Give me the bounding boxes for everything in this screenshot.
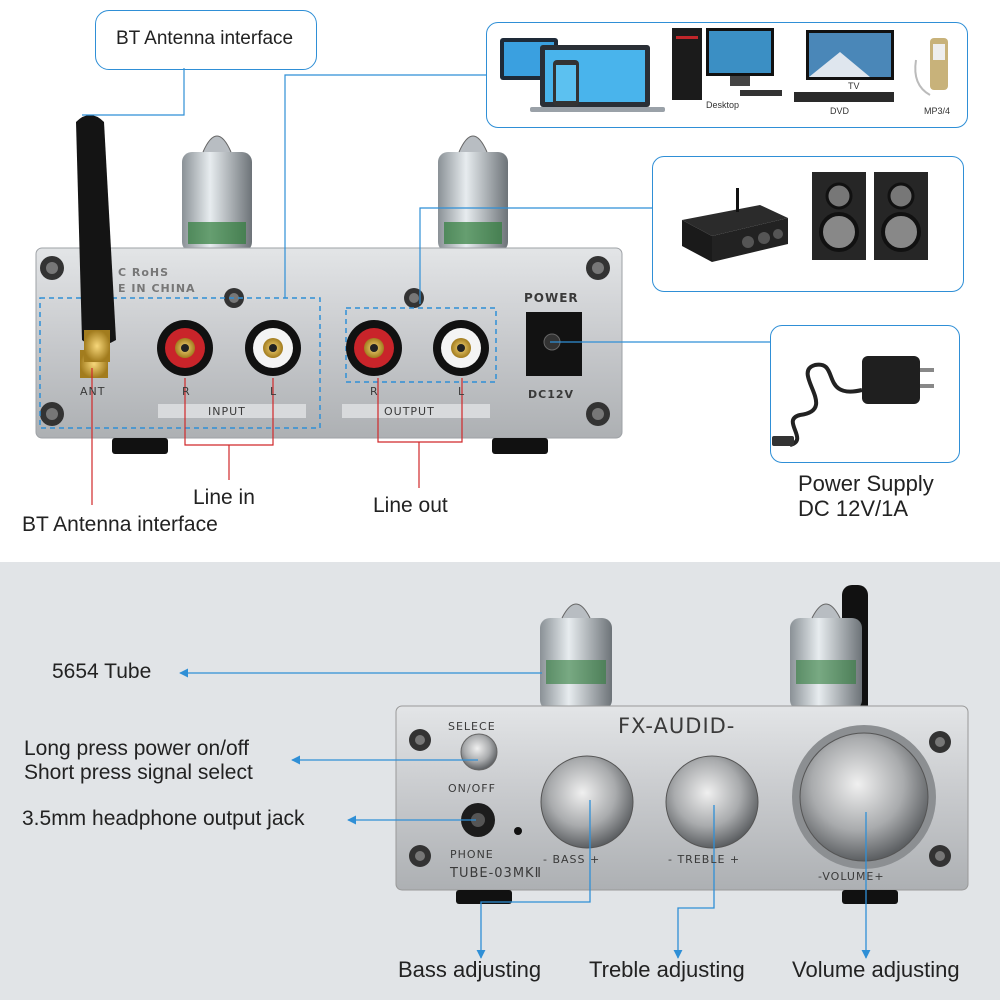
front-selece-text: SELECE	[448, 720, 496, 733]
volume-label: Volume adjusting	[792, 957, 960, 982]
back-dc12v-text: DC12V	[528, 388, 575, 401]
bass-label: Bass adjusting	[398, 957, 542, 982]
line-in-label: Line in	[193, 486, 255, 509]
amplifier-speakers-illustration	[682, 172, 928, 262]
power-supply-label-line2: DC 12V/1A	[798, 496, 909, 521]
bottom-leader-lines	[179, 668, 871, 959]
back-input-text: INPUT	[208, 405, 246, 418]
device-label-tv: TV	[848, 81, 860, 91]
bt-antenna-illustration	[76, 115, 116, 362]
back-output-r-text: R	[370, 385, 379, 398]
device-label-mp3: MP3/4	[924, 106, 951, 116]
treble-label: Treble adjusting	[589, 957, 745, 982]
back-made-in-text: E IN CHINA	[118, 282, 196, 295]
front-panel-tubes	[540, 585, 868, 715]
source-devices-illustration	[500, 28, 948, 112]
select-label-line2: Short press signal select	[24, 761, 253, 784]
top-leader-lines	[82, 68, 770, 505]
bt-antenna-callout-box	[95, 10, 317, 70]
front-brand-text: FX-AUDID-	[618, 714, 736, 738]
line-out-label: Line out	[373, 494, 448, 517]
power-adapter-illustration	[772, 356, 934, 447]
back-power-text: POWER	[524, 291, 579, 305]
front-model-text: TUBE-03MKⅡ	[450, 866, 542, 881]
front-panel	[395, 705, 969, 904]
front-bass-knob-text: - BASS +	[543, 853, 601, 866]
back-input-r-text: R	[182, 385, 191, 398]
front-treble-knob-text: - TREBLE +	[668, 853, 741, 866]
bt-antenna-label: BT Antenna interface	[22, 513, 218, 536]
bt-antenna-callout-text: BT Antenna interface	[116, 28, 294, 49]
headphone-label: 3.5mm headphone output jack	[22, 807, 305, 830]
front-onoff-text: ON/OFF	[448, 782, 496, 795]
back-input-l-text: L	[270, 385, 278, 398]
device-label-desktop: Desktop	[706, 100, 740, 110]
select-label-line1: Long press power on/off	[24, 737, 249, 760]
front-volume-knob-text: -VOLUME+	[818, 870, 885, 883]
back-panel	[35, 247, 623, 454]
back-ant-text: ANT	[80, 385, 106, 398]
device-label-dvd: DVD	[830, 106, 850, 116]
back-rohs-text: C RoHS	[118, 266, 170, 279]
power-supply-label-line1: Power Supply	[798, 471, 934, 496]
front-phone-text: PHONE	[450, 848, 494, 861]
tube-label: 5654 Tube	[52, 660, 152, 683]
back-output-l-text: L	[458, 385, 466, 398]
back-panel-tubes	[182, 135, 508, 252]
back-output-text: OUTPUT	[384, 405, 435, 418]
